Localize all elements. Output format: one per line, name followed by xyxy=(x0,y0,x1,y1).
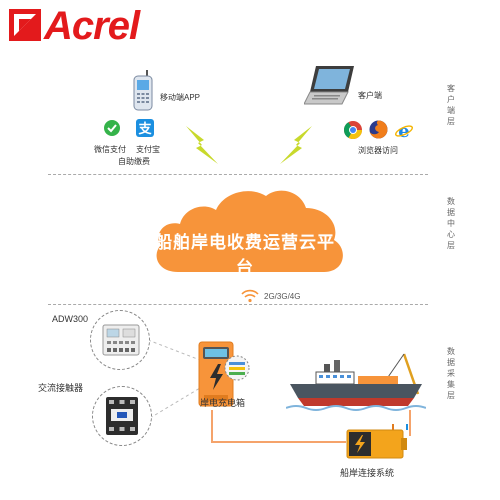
charging-box-label: 岸电充电箱 xyxy=(200,398,246,408)
wireless-link-right-icon xyxy=(278,124,314,171)
cloud-platform-icon xyxy=(150,180,350,285)
self-pay-label: 自助缴费 xyxy=(118,157,150,166)
svg-text:支: 支 xyxy=(137,121,152,137)
contactor-label: 交流接触器 xyxy=(38,383,84,393)
separator-collection xyxy=(48,304,428,305)
alipay-icon: 支 xyxy=(136,119,154,142)
alipay-label: 支付宝 xyxy=(136,145,160,154)
ship-system-label: 船岸连接系统 xyxy=(340,468,395,478)
brand-name: Acrel xyxy=(44,4,140,48)
network-label: 2G/3G/4G xyxy=(264,292,301,301)
layer-label-data-center: 数据中心层 xyxy=(447,197,455,250)
meter-circle xyxy=(90,310,150,370)
ie-icon: e xyxy=(395,121,413,144)
wechat-pay-icon xyxy=(104,120,120,141)
wechat-pay-label: 微信支付 xyxy=(94,145,126,154)
ship-connection-battery-icon xyxy=(345,424,415,467)
acrel-logo xyxy=(8,8,42,42)
client-end-label: 客户端 xyxy=(358,91,382,100)
firefox-icon xyxy=(369,120,388,144)
wifi-icon xyxy=(240,289,260,308)
mobile-phone-icon xyxy=(132,70,154,117)
browser-access-label: 浏览器访问 xyxy=(358,146,398,155)
mobile-app-label: 移动端APP xyxy=(160,93,201,102)
layer-label-data-collection: 数据采集层 xyxy=(447,347,455,400)
shore-charging-box-icon xyxy=(196,340,250,415)
layer-label-client: 客户端层 xyxy=(447,84,455,126)
svg-text:e: e xyxy=(398,121,409,139)
separator-client xyxy=(48,174,428,175)
wireless-link-left-icon xyxy=(184,124,220,171)
meter-label: ADW300 xyxy=(52,314,89,324)
logo-mark-icon xyxy=(9,9,41,41)
ac-contactor-icon xyxy=(105,396,139,441)
adw300-meter-icon xyxy=(102,323,140,362)
cloud-platform-label: 船舶岸电收费运营云平台 xyxy=(155,233,335,277)
laptop-icon xyxy=(303,64,358,113)
ship-icon xyxy=(285,350,427,417)
chrome-icon xyxy=(344,121,362,144)
